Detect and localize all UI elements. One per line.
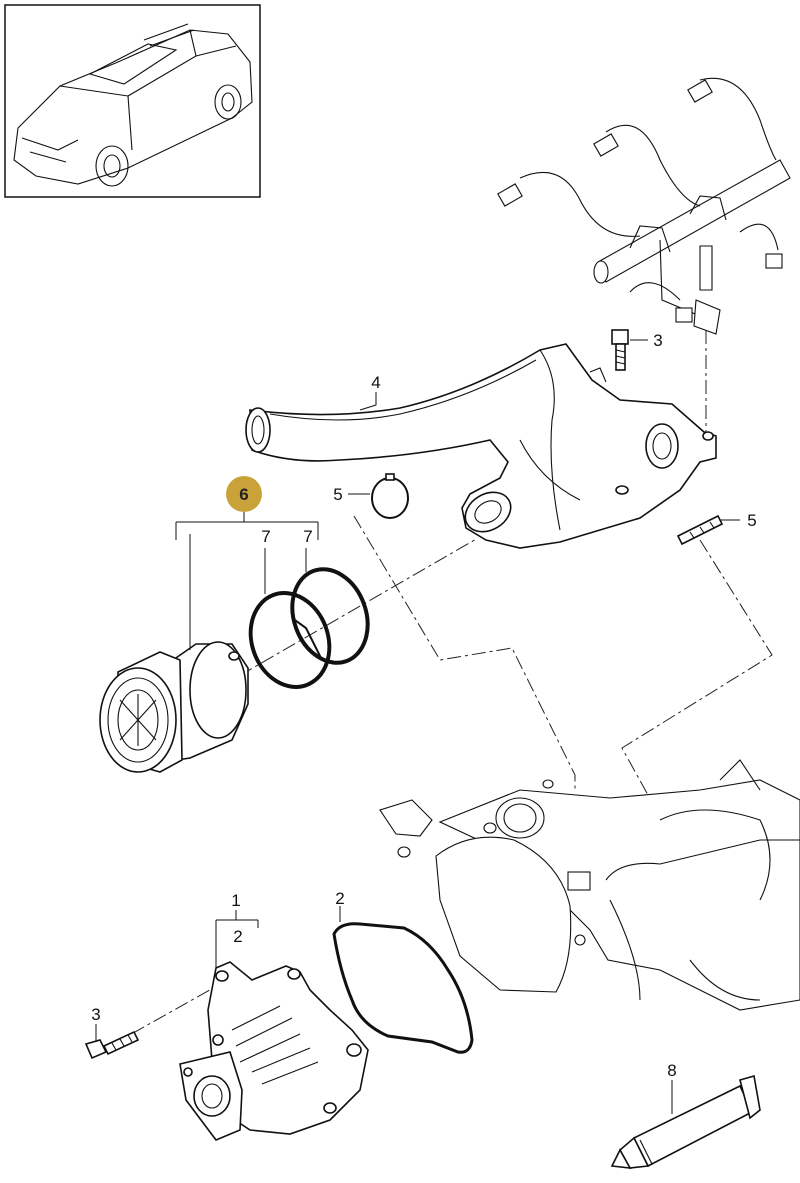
leader-lines	[95, 339, 740, 1114]
coolant-pipe-housing[interactable]	[245, 343, 717, 549]
seal-ring-b[interactable]	[280, 559, 380, 674]
callout-6[interactable]: 6	[239, 485, 248, 504]
callout-4[interactable]: 4	[371, 373, 380, 392]
callout-7b[interactable]: 7	[303, 527, 312, 546]
callout-7a[interactable]: 7	[261, 527, 270, 546]
callout-5-left[interactable]: 5	[333, 485, 342, 504]
callout-2-pump[interactable]: 2	[233, 927, 242, 946]
callout-5-right[interactable]: 5	[747, 511, 756, 530]
clip-ring[interactable]	[371, 473, 409, 519]
sealant-tube[interactable]	[610, 1074, 761, 1169]
callout-2-gasket[interactable]: 2	[335, 889, 344, 908]
callout-badge-6[interactable]	[226, 476, 262, 512]
callout-8[interactable]: 8	[667, 1061, 676, 1080]
gasket[interactable]	[332, 922, 474, 1054]
thermostat[interactable]	[99, 641, 249, 773]
callout-1[interactable]: 1	[231, 891, 240, 910]
fuel-rail-assembly	[497, 77, 791, 335]
callout-3-top[interactable]: 3	[653, 331, 662, 350]
engine-block	[379, 759, 800, 1011]
bolt-left[interactable]	[84, 1030, 140, 1060]
callout-3-left[interactable]: 3	[91, 1005, 100, 1024]
seal-ring-a[interactable]	[238, 582, 342, 698]
dowel-pin[interactable]	[676, 514, 724, 546]
bolt-top[interactable]	[611, 329, 629, 371]
suv-car-icon	[13, 23, 253, 187]
water-pump[interactable]	[179, 961, 369, 1141]
alignment-lines	[109, 330, 773, 1047]
vehicle-thumbnail[interactable]	[4, 4, 261, 198]
callout-labels: 6 7 7 4 5 5 3 1 2 2 3 8	[91, 331, 756, 1080]
